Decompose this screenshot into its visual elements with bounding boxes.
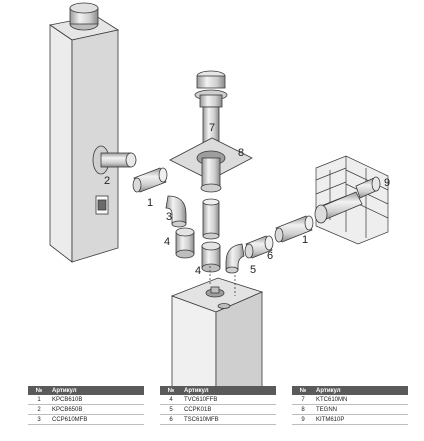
wall-terminal-9 <box>314 176 381 224</box>
pipe-1-right <box>274 215 314 243</box>
table-header: № Артикул <box>292 386 408 395</box>
row-article: KPCB650B <box>50 404 144 415</box>
row-article: KTC610MN <box>314 395 408 405</box>
table-row: 8 TEGNN <box>292 404 408 415</box>
callout-8: 8 <box>238 147 244 159</box>
table-row: 6 TSC610MFB <box>160 414 276 425</box>
table-row: 5 CCPK01B <box>160 404 276 415</box>
row-number: 8 <box>292 404 314 415</box>
row-article: TSC610MFB <box>182 414 276 425</box>
adapter-4-left <box>175 227 195 259</box>
callout-7: 7 <box>209 122 215 134</box>
elbow-5 <box>225 243 245 274</box>
header-article: Артикул <box>182 386 276 395</box>
flue-kit-diagram: 2 1 3 4 4 7 8 5 6 1 9 <box>48 2 390 390</box>
callout-9: 9 <box>384 177 390 189</box>
row-article: KITM610P <box>314 414 408 425</box>
vertical-pipe <box>202 198 220 240</box>
row-article: KPCB610B <box>50 395 144 405</box>
table-header: № Артикул <box>28 386 144 395</box>
callout-1-right: 1 <box>302 234 308 246</box>
chimney-column <box>48 2 120 263</box>
row-article: CCP610MFB <box>50 414 144 425</box>
table-row: 2 KPCB650B <box>28 404 144 415</box>
callout-3: 3 <box>166 211 172 223</box>
pipe-1-left <box>132 167 168 193</box>
row-number: 4 <box>160 395 182 405</box>
header-number: № <box>160 386 182 395</box>
header-number: № <box>28 386 50 395</box>
parts-tables: № Артикул 1 KPCB610B 2 KPCB650B 3 CCP610… <box>0 386 424 441</box>
callout-1-left: 1 <box>147 197 153 209</box>
parts-table-3: № Артикул 7 KTC610MN 8 TEGNN 9 KITM610P <box>292 386 408 425</box>
table-row: 7 KTC610MN <box>292 395 408 405</box>
row-number: 2 <box>28 404 50 415</box>
row-number: 3 <box>28 414 50 425</box>
callout-4-center: 4 <box>195 265 201 277</box>
row-number: 9 <box>292 414 314 425</box>
row-article: CCPK01B <box>182 404 276 415</box>
roof-terminal-7 <box>194 70 228 148</box>
table-header: № Артикул <box>160 386 276 395</box>
header-article: Артикул <box>314 386 408 395</box>
callout-2: 2 <box>104 175 110 187</box>
boiler <box>170 266 264 390</box>
row-number: 1 <box>28 395 50 405</box>
flashing-plate-8 <box>169 137 253 193</box>
table-row: 3 CCP610MFB <box>28 414 144 425</box>
row-number: 6 <box>160 414 182 425</box>
elbow-3 <box>165 195 187 228</box>
row-number: 7 <box>292 395 314 405</box>
row-article: TVC610FFB <box>182 395 276 405</box>
callout-6: 6 <box>267 250 273 262</box>
header-article: Артикул <box>50 386 144 395</box>
wall-terminal-2 <box>92 145 137 175</box>
callout-4-left: 4 <box>164 236 170 248</box>
row-article: TEGNN <box>314 404 408 415</box>
adapter-4-center <box>201 241 221 273</box>
row-number: 5 <box>160 404 182 415</box>
header-number: № <box>292 386 314 395</box>
parts-table-2: № Артикул 4 TVC610FFB 5 CCPK01B 6 TSC610… <box>160 386 276 425</box>
extension-6 <box>244 235 274 259</box>
table-row: 1 KPCB610B <box>28 395 144 405</box>
table-row: 4 TVC610FFB <box>160 395 276 405</box>
parts-table-1: № Артикул 1 KPCB610B 2 KPCB650B 3 CCP610… <box>28 386 144 425</box>
callout-5: 5 <box>250 264 256 276</box>
table-row: 9 KITM610P <box>292 414 408 425</box>
